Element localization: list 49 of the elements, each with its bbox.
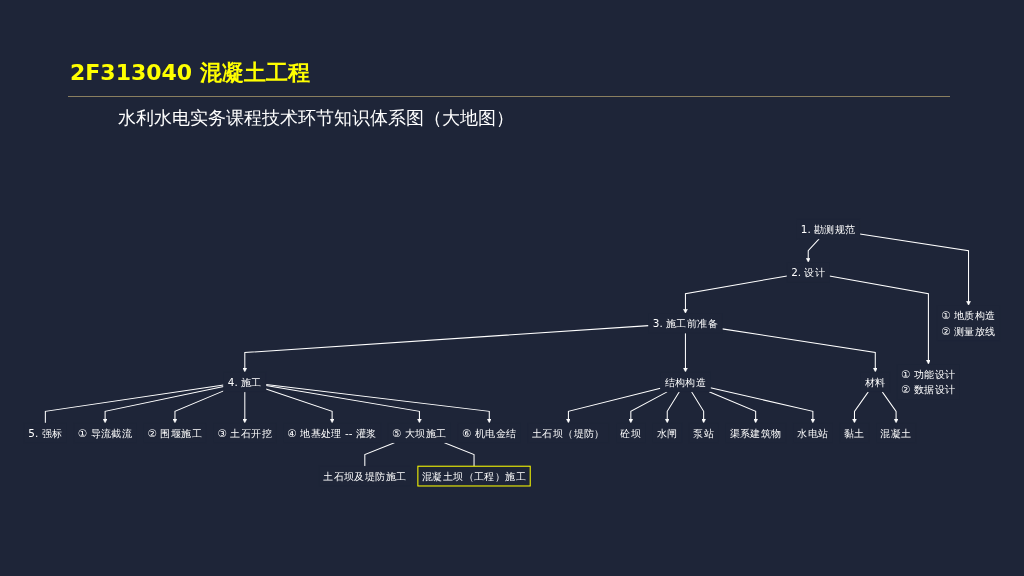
arrow [708, 391, 758, 424]
arrow [709, 387, 816, 424]
node-text: 2. 设计 [791, 265, 826, 279]
arrow [102, 385, 225, 424]
node-text: ② 围堰施工 [147, 426, 203, 440]
node-text: 5. 强标 [28, 426, 63, 440]
arrow [859, 233, 971, 306]
node-text: 3. 施工前准备 [652, 316, 719, 330]
node-text: ⑤ 大坝施工 [392, 426, 447, 440]
node-text: 材料 [864, 375, 886, 389]
arrow [265, 383, 492, 424]
diagram-title: 2F313040 混凝土工程 [70, 59, 310, 87]
arrow [852, 391, 869, 424]
arrow [691, 391, 706, 424]
arrow [664, 391, 680, 424]
node-text: ④ 地基处理 -- 灌浆 [287, 426, 377, 440]
node-text: 混凝土 [880, 426, 912, 440]
arrow [828, 275, 931, 365]
node-text: 水电站 [797, 426, 829, 440]
node-text: ① 地质构造 ② 测量放线 [941, 309, 996, 338]
node-text: ① 功能设计 ② 数据设计 [901, 367, 956, 396]
arrow [566, 387, 661, 424]
node-text: 1. 勘测规范 [800, 222, 856, 236]
arrow [172, 390, 225, 424]
arrow [805, 238, 820, 263]
node-text: ③ 土石开挖 [217, 426, 272, 440]
node-text: 渠系建筑物 [729, 426, 782, 440]
node-text: 水闸 [656, 426, 678, 440]
connector [364, 442, 395, 467]
node-box: 混凝土坝（工程）施工 [417, 465, 531, 487]
node-text: 黏土 [844, 426, 865, 440]
connector [443, 442, 475, 467]
arrow [242, 325, 650, 373]
node-text: 砼坝 [620, 426, 642, 440]
connector [44, 384, 225, 424]
node-text: ① 导流截流 [77, 426, 133, 440]
arrow [683, 275, 788, 314]
node-text: 土石坝及堤防施工 [323, 469, 407, 483]
node-text: ⑥ 机电金结 [462, 426, 517, 440]
arrow [683, 332, 688, 373]
arrow [265, 388, 335, 424]
arrow [242, 391, 248, 424]
arrow [881, 391, 899, 424]
arrow [265, 384, 422, 424]
arrow [628, 391, 668, 424]
node-text: 泵站 [693, 426, 715, 440]
subtitle-text: 水利水电实务课程技术环节知识体系图（大地图） [118, 106, 514, 130]
node-text: 土石坝（堤防） [532, 426, 605, 440]
arrow [721, 328, 878, 373]
